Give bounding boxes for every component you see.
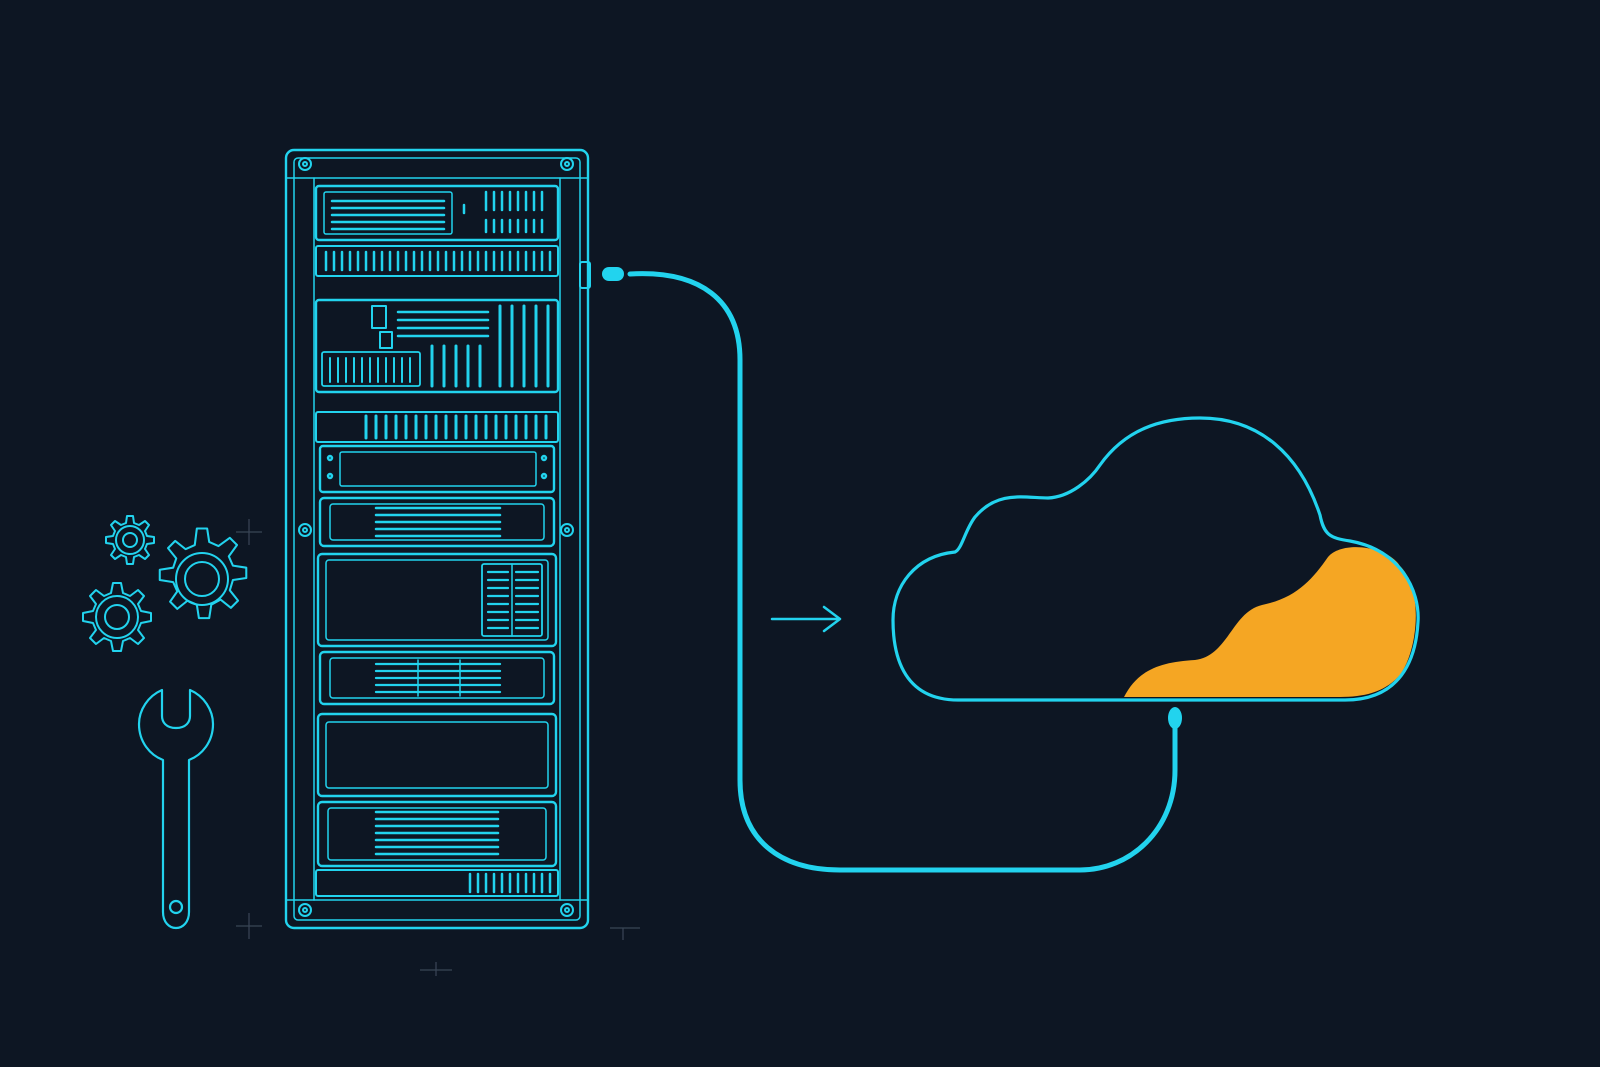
- rack-unit-8: [316, 800, 558, 868]
- rack-port: [579, 261, 591, 289]
- rack-unit-7: [316, 712, 558, 798]
- server-rack-icon: [284, 148, 591, 930]
- rack-vent-1: [315, 245, 559, 277]
- network-cable: [602, 267, 1182, 873]
- guide-marks: [236, 519, 640, 976]
- cable-plug-cloud: [1168, 707, 1182, 729]
- wrench-icon: [137, 688, 215, 930]
- rack-unit-2: [314, 298, 560, 394]
- cloud-outline: [891, 416, 1420, 702]
- cloud-icon: [891, 416, 1420, 702]
- gear-medium: [82, 582, 152, 652]
- rack-frame: [284, 148, 590, 930]
- rack-screws: [298, 157, 574, 917]
- arrow-right-icon: [770, 605, 842, 633]
- rack-unit-5: [316, 552, 558, 648]
- cloud-fill: [1124, 547, 1416, 697]
- gears-icon: [82, 515, 248, 652]
- rack-vent-2: [315, 411, 559, 443]
- gear-large: [158, 527, 248, 620]
- rack-unit-4: [318, 496, 556, 548]
- rack-unit-3: [318, 444, 556, 494]
- rack-vent-3: [315, 869, 559, 897]
- rack-unit-6: [318, 650, 556, 706]
- gear-small: [105, 515, 155, 565]
- rack-unit-1: [314, 184, 560, 242]
- cable-plug-rack: [602, 267, 624, 281]
